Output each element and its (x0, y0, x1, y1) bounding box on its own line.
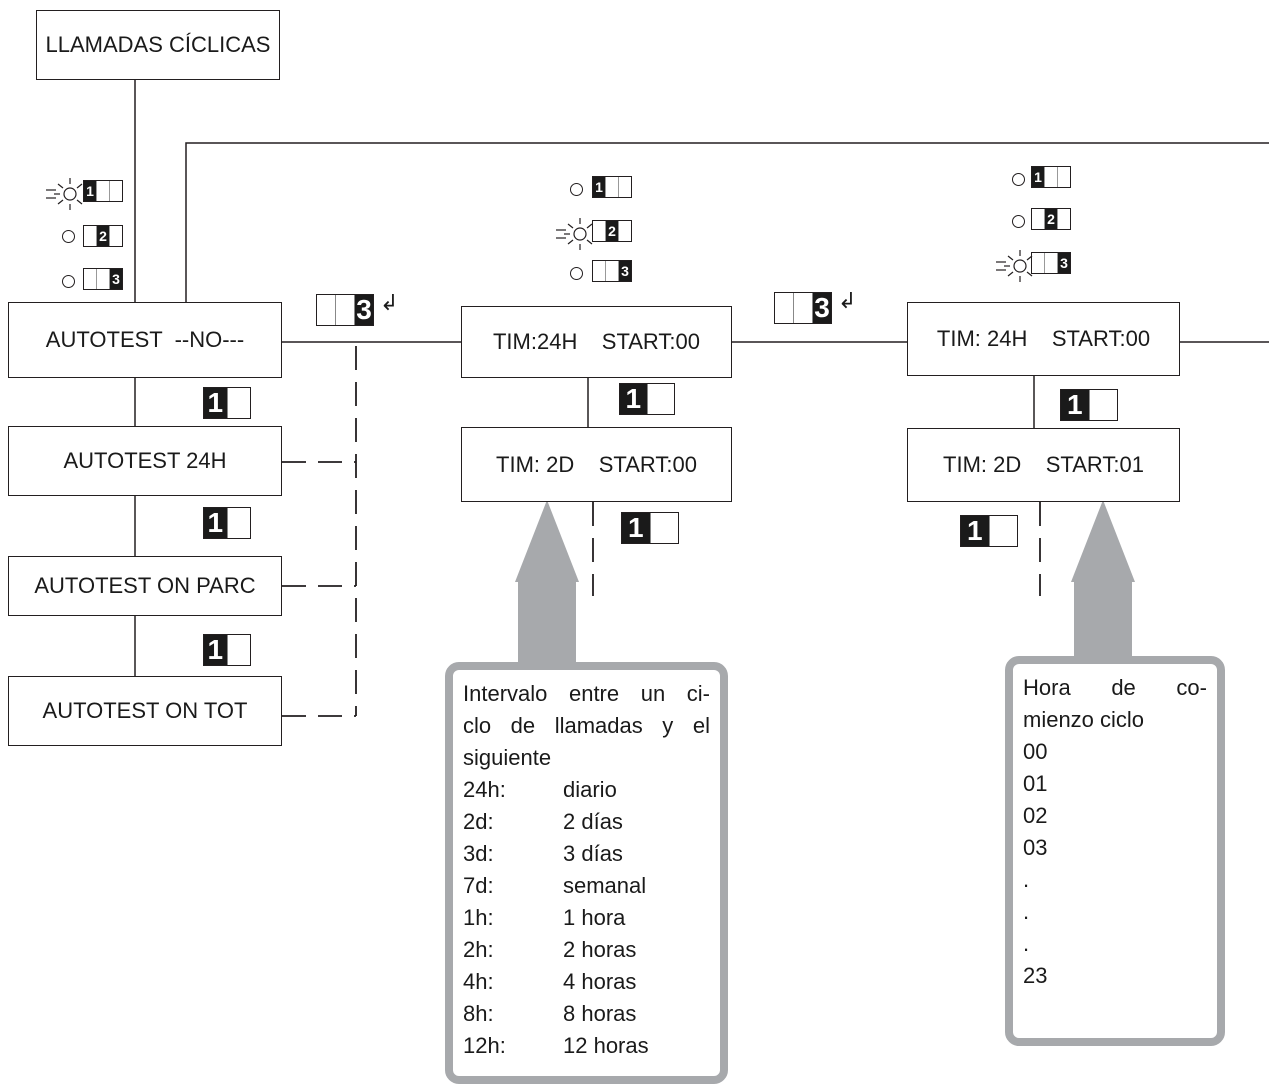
led-off-icon (570, 267, 583, 280)
note-text: Hora de co- (1023, 675, 1207, 700)
note-text: mienzo ciclo (1023, 707, 1145, 732)
interval-value: 4 horas (563, 969, 637, 994)
note-text: Intervalo entre un ci- (463, 681, 710, 706)
led-off-icon (1012, 173, 1025, 186)
start-hour-value: . (1023, 867, 1030, 892)
enter-icon: ↲ (380, 290, 399, 315)
interval-key: 7d: (463, 873, 494, 898)
interval-value: 8 horas (563, 1001, 637, 1026)
menu-item-autotest-24h: AUTOTEST 24H (8, 426, 282, 496)
interval-key: 2d: (463, 809, 494, 834)
tim-box-2d: TIM: 2D START:01 (907, 428, 1180, 502)
interval-row: 2h: 2 horas (463, 934, 710, 966)
start-hour-value: . (1023, 899, 1030, 924)
tim-box-24h: TIM:24H START:00 (461, 306, 732, 378)
led-off-icon (1012, 215, 1025, 228)
interval-value: 1 hora (563, 905, 626, 930)
interval-key: 1h: (463, 905, 494, 930)
interval-value: diario (563, 777, 617, 802)
blinking-led-icon (556, 218, 593, 250)
interval-row: 12h: 12 horas (463, 1030, 710, 1062)
page-title: LLAMADAS CÍCLICAS (36, 10, 280, 80)
interval-key: 3d: (463, 841, 494, 866)
start-hour-value: 01 (1023, 771, 1048, 796)
key-display-1: 1 (83, 180, 123, 202)
key-display-2: 2 (592, 220, 632, 242)
interval-key: 24h: (463, 777, 506, 802)
interval-row: 3d: 3 días (463, 838, 710, 870)
key-display-1: 1 (592, 176, 632, 198)
start-hour-note: Hora de co- mienzo ciclo 00 01 02 03... 23 (1005, 656, 1225, 1046)
start-hour-value: 03 (1023, 835, 1048, 860)
key-display-3: 3 (592, 260, 632, 282)
interval-value: 3 días (563, 841, 623, 866)
key-display-3: 3 (83, 268, 123, 290)
start-hour-value: 23 (1023, 963, 1048, 988)
blinking-led-icon (46, 178, 83, 210)
interval-row: 7d: semanal (463, 870, 710, 902)
key-1-icon: 1 (960, 515, 1018, 547)
interval-value: 2 horas (563, 937, 637, 962)
interval-row: 8h: 8 horas (463, 998, 710, 1030)
led-off-icon (570, 183, 583, 196)
key-1-icon: 1 (1060, 389, 1118, 421)
interval-row: 1h: 1 hora (463, 902, 710, 934)
interval-note: Intervalo entre un ci- clo de llamadas y… (445, 662, 728, 1084)
key-display-1: 1 (1031, 166, 1071, 188)
interval-key: 12h: (463, 1033, 506, 1058)
note-text: siguiente (463, 745, 552, 770)
key-display-2: 2 (83, 225, 123, 247)
enter-icon: ↲ (838, 288, 857, 313)
key-1-icon: 1 (203, 387, 251, 419)
tim-box-2d: TIM: 2D START:00 (461, 427, 732, 502)
key-1-icon: 1 (203, 634, 251, 666)
key-1-icon: 1 (203, 507, 251, 539)
menu-item-autotest-on-parc: AUTOTEST ON PARC (8, 556, 282, 616)
key-display-2: 2 (1031, 208, 1071, 230)
led-off-icon (62, 275, 75, 288)
key-3-icon: 3 (316, 294, 374, 326)
interval-value: 2 días (563, 809, 623, 834)
interval-row: 24h: diario (463, 774, 710, 806)
key-3-icon: 3 (774, 292, 832, 324)
interval-value: 12 horas (563, 1033, 649, 1058)
interval-key: 4h: (463, 969, 494, 994)
start-hour-value: 02 (1023, 803, 1048, 828)
start-hour-value: . (1023, 931, 1030, 956)
led-off-icon (62, 230, 75, 243)
key-1-icon: 1 (619, 383, 675, 415)
tim-box-24h: TIM: 24H START:00 (907, 302, 1180, 376)
interval-value: semanal (563, 873, 647, 898)
menu-item-autotest-on-tot: AUTOTEST ON TOT (8, 676, 282, 746)
menu-item-autotest-no: AUTOTEST --NO--- (8, 302, 282, 378)
interval-row: 2d: 2 días (463, 806, 710, 838)
key-1-icon: 1 (621, 512, 679, 544)
interval-key: 2h: (463, 937, 494, 962)
start-hour-value: 00 (1023, 739, 1048, 764)
note-text: clo de llamadas y el (463, 713, 710, 738)
key-display-3: 3 (1031, 252, 1071, 274)
blinking-led-icon (996, 250, 1033, 282)
interval-row: 4h: 4 horas (463, 966, 710, 998)
interval-key: 8h: (463, 1001, 494, 1026)
